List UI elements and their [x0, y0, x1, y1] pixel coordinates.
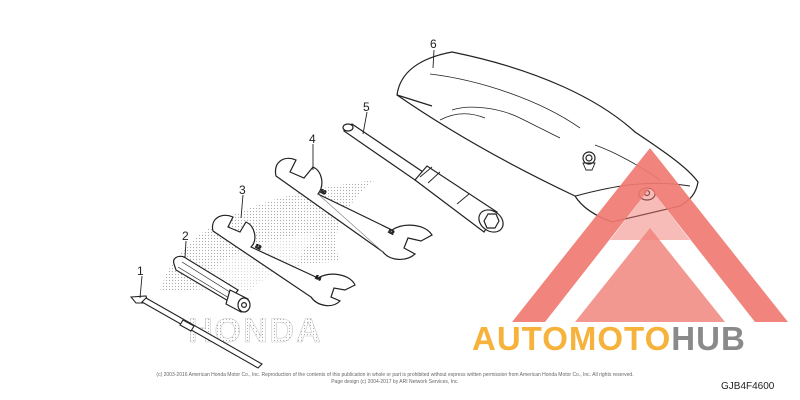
callout-3: 3 [239, 183, 246, 197]
wrench-3-size-a: 12 [254, 243, 262, 251]
watermark-text: AUTOMOTOHUB [472, 320, 746, 357]
part-5-box-wrench [342, 123, 504, 233]
watermark-word-orange: AUTOMOTO [472, 320, 671, 357]
diagram-code: GJB4F4600 [721, 381, 775, 392]
wrench-4-size-a: 10 [319, 188, 327, 196]
automotohub-emblem [512, 148, 788, 322]
part-4-large-wrench: 10 12 [274, 157, 433, 260]
callout-2: 2 [182, 229, 189, 243]
callout-5: 5 [363, 100, 370, 114]
callout-6: 6 [430, 37, 437, 51]
callout-leaders [139, 49, 435, 299]
honda-logo-word: HONDA [188, 312, 323, 350]
callout-4: 4 [309, 132, 316, 146]
copyright-line-1: (c) 2003-2016 American Honda Motor Co., … [156, 372, 633, 378]
part-1-screwdriver [129, 295, 263, 369]
copyright-line-2: Page design (c) 2004-2017 by ARI Network… [331, 379, 459, 385]
wrench-3-size-b: 14 [314, 274, 322, 282]
part-2-screwdriver-handle [173, 255, 251, 313]
watermark-word-gray: HUB [671, 320, 746, 357]
callout-1: 1 [137, 264, 144, 278]
wrench-4-size-b: 12 [387, 228, 395, 236]
part-3-small-wrench: 12 14 [211, 214, 356, 307]
part-6-tool-bag [396, 51, 699, 223]
